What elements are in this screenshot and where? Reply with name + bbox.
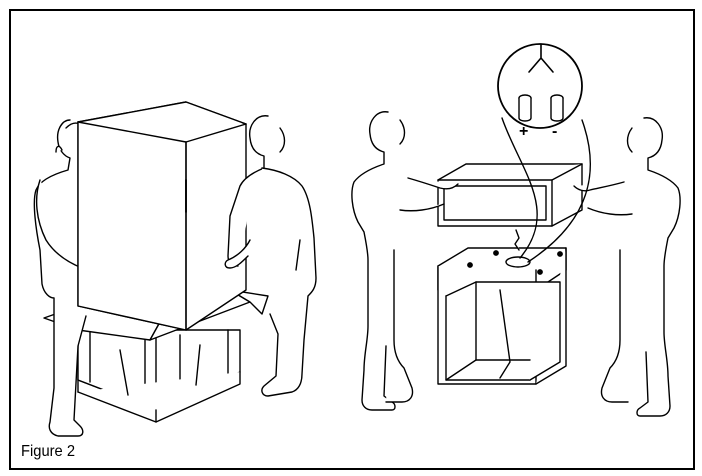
carton-base: [77, 329, 241, 423]
left-person-2: [224, 115, 317, 397]
tall-carton: [77, 101, 247, 331]
plus-label: +: [519, 123, 528, 140]
right-scene: [351, 43, 681, 417]
positive-terminal-icon: [518, 94, 532, 122]
callout-line-2: [501, 117, 538, 259]
upper-module: [437, 163, 583, 251]
minus-label: -: [552, 123, 557, 140]
polarity-inset: [497, 43, 583, 129]
lower-cabinet: [437, 247, 567, 385]
figure-caption: Figure 2: [21, 443, 76, 460]
right-person-2: [573, 117, 681, 417]
left-scene: [33, 101, 317, 437]
negative-terminal-icon: [550, 94, 564, 122]
right-person-1: [351, 111, 459, 411]
callout-line: [527, 119, 592, 263]
